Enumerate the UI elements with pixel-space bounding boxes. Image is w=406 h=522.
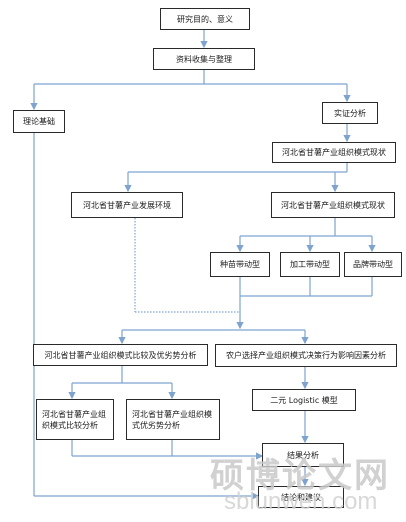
node-seed: 种苗带动型	[210, 252, 270, 277]
node-purpose: 研究目的、意义	[160, 8, 250, 30]
node-compare: 河北省甘薯产业组织模式比较分析	[36, 399, 114, 440]
node-result: 结果分析	[262, 443, 344, 467]
node-brand: 品牌带动型	[344, 252, 402, 277]
node-empirical: 实证分析	[322, 102, 378, 124]
watermark-url: sblunwen.com	[224, 488, 378, 515]
watermark-text: 硕博论文网	[210, 456, 390, 496]
node-advantage: 河北省甘薯产业组织模式优劣势分析	[126, 399, 220, 440]
node-logistic: 二元 Logistic 模型	[252, 389, 356, 411]
node-farmer: 农户选择产业组织模式决策行为影响因素分析	[215, 344, 397, 367]
node-environment: 河北省甘薯产业发展环境	[71, 192, 183, 218]
node-theory: 理论基础	[13, 110, 65, 133]
node-process: 加工带动型	[280, 252, 340, 277]
node-status-top: 河北省甘薯产业组织模式现状	[272, 142, 396, 163]
node-conclusion: 结论和建议	[258, 486, 344, 508]
node-collect: 资料收集与整理	[153, 48, 255, 70]
node-compare-sw: 河北省甘薯产业组织模式比较及优劣势分析	[33, 344, 208, 366]
node-status-mid: 河北省甘薯产业组织模式现状	[271, 192, 395, 218]
